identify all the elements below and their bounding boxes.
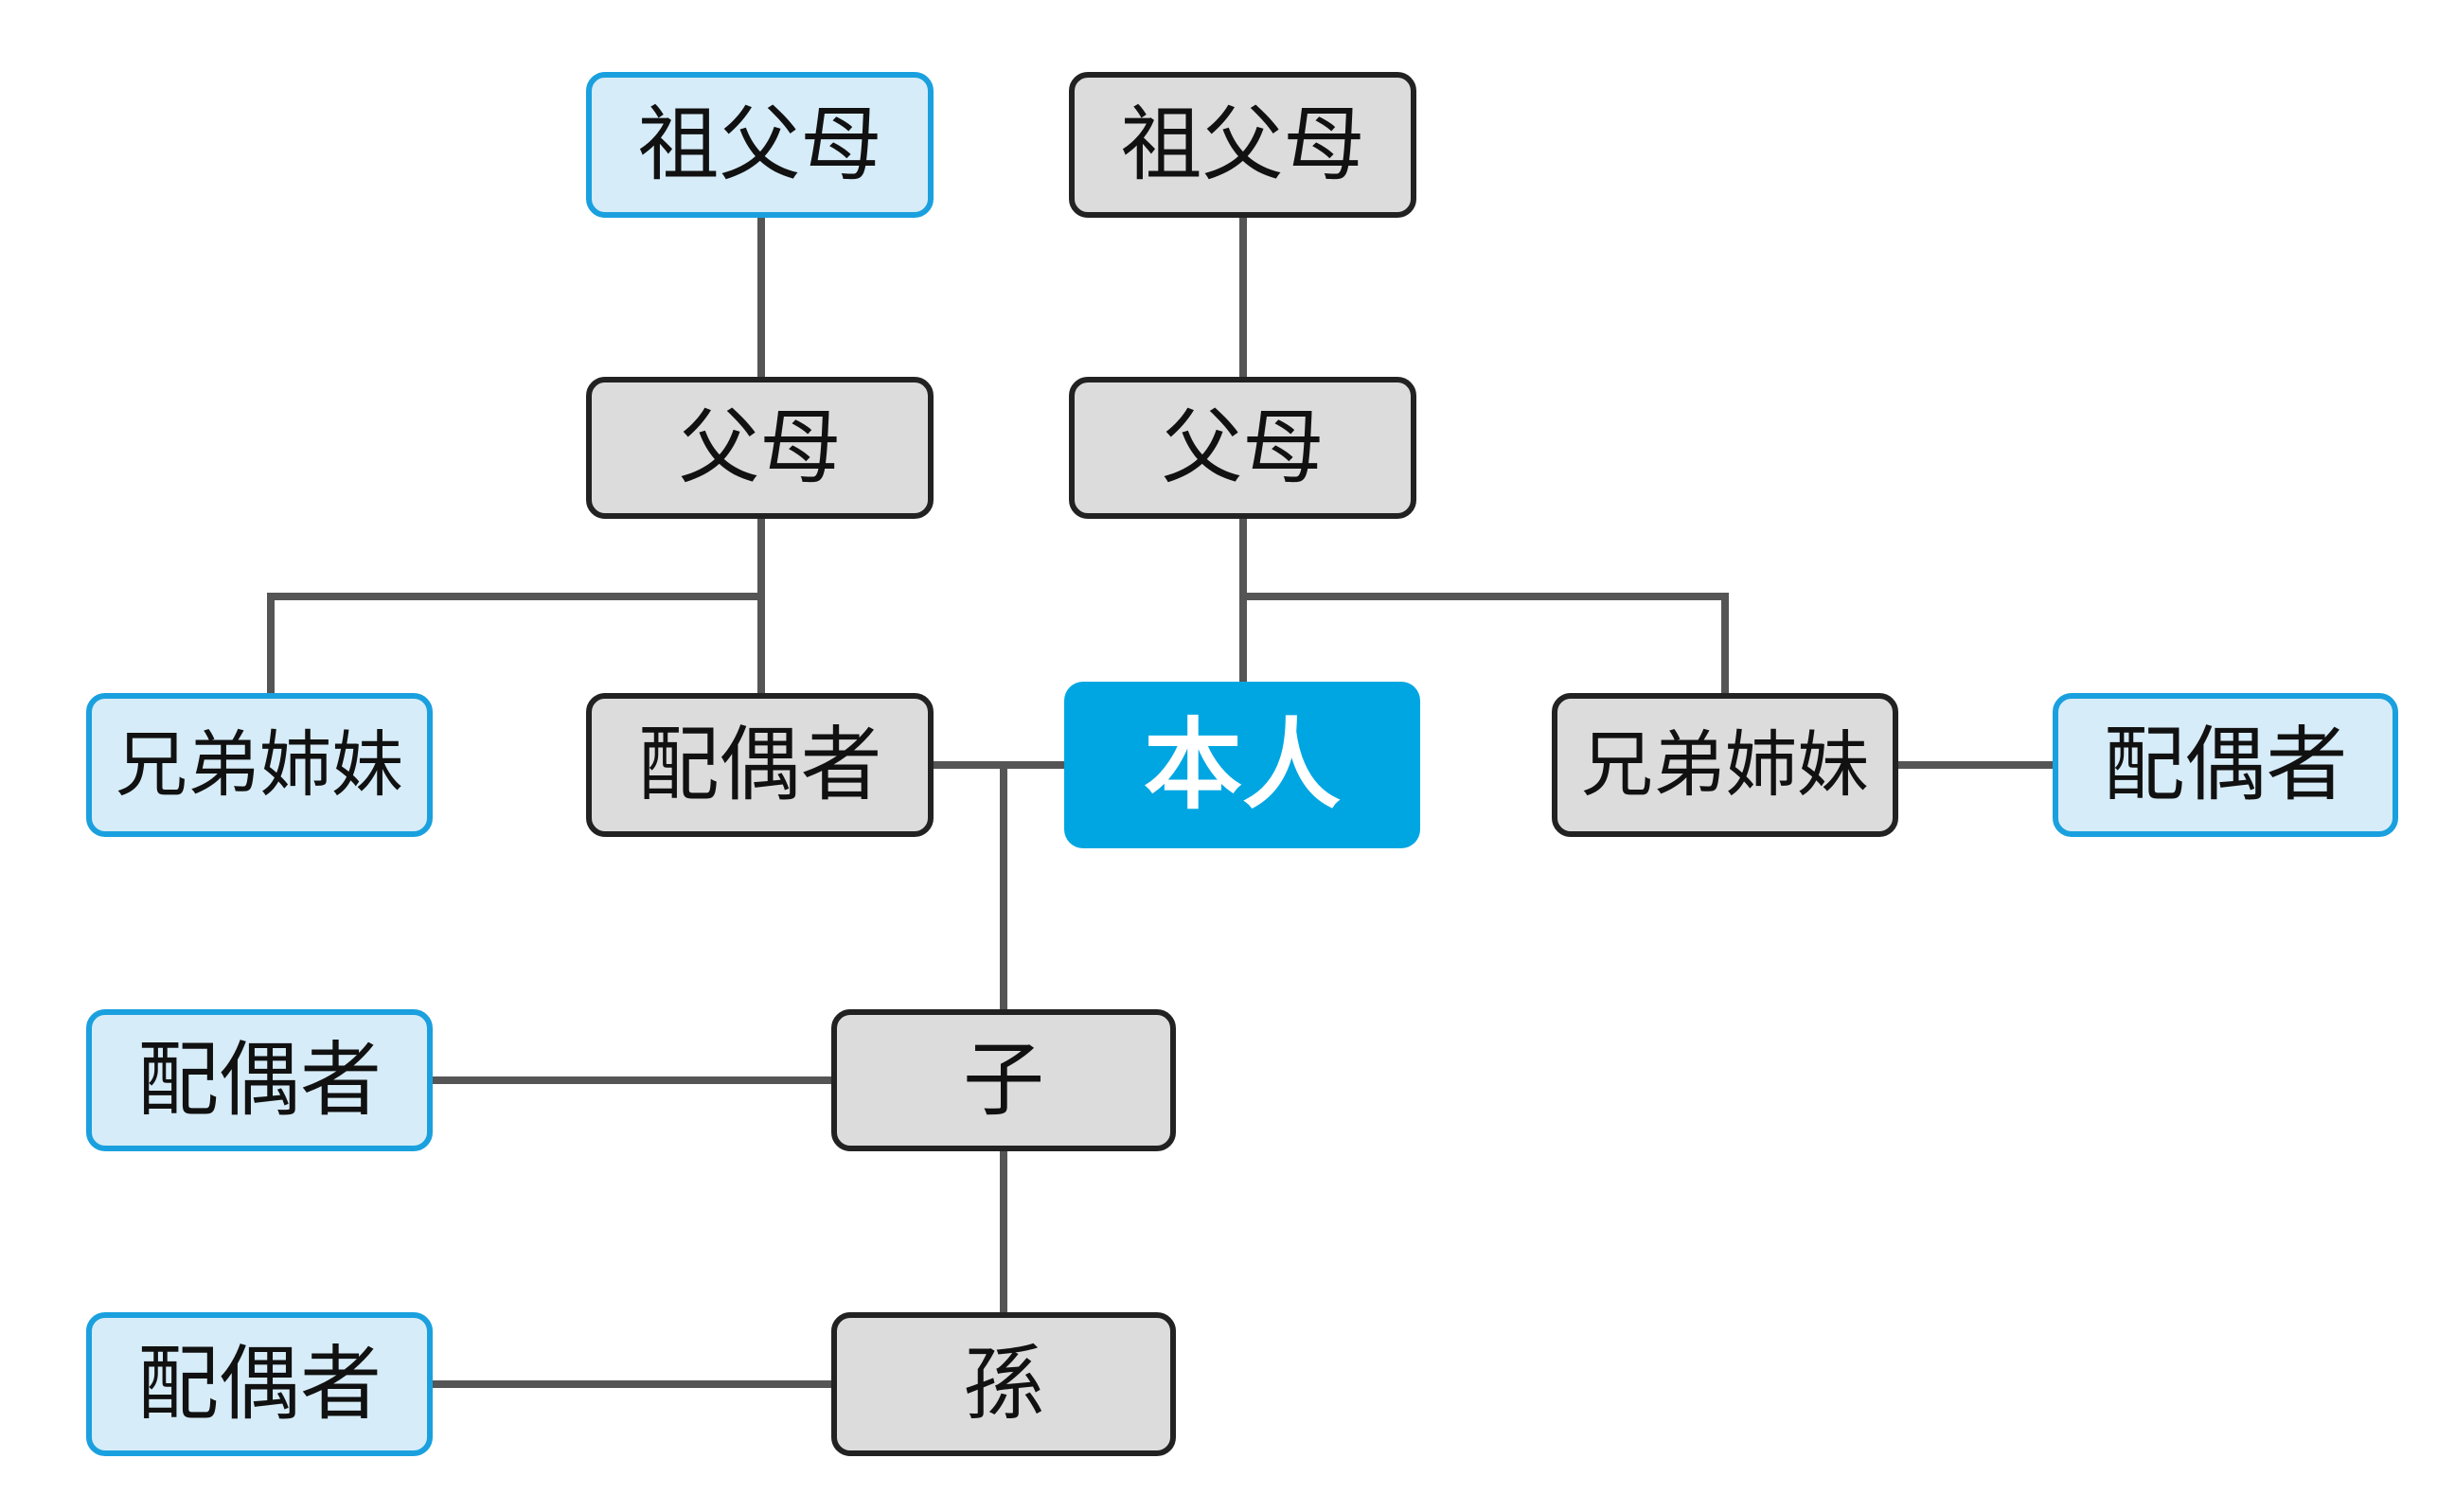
spouse-node: 配偶者	[586, 693, 934, 837]
parents-node-own-side: 父母	[1069, 377, 1416, 519]
parents-node-spouse-side: 父母	[586, 377, 934, 519]
siblings-spouse-node: 配偶者	[2053, 693, 2398, 837]
siblings-node-spouse-side: 兄弟姉妹	[86, 693, 433, 837]
self-node: 本人	[1064, 682, 1420, 848]
grandchild-node: 孫	[831, 1312, 1176, 1456]
grandchild-spouse-node: 配偶者	[86, 1312, 433, 1456]
child-spouse-node: 配偶者	[86, 1009, 433, 1151]
siblings-node-own-side: 兄弟姉妹	[1552, 693, 1898, 837]
child-node: 子	[831, 1009, 1176, 1151]
grandparents-node-spouse-side: 祖父母	[586, 72, 934, 218]
grandparents-node-own-side: 祖父母	[1069, 72, 1416, 218]
